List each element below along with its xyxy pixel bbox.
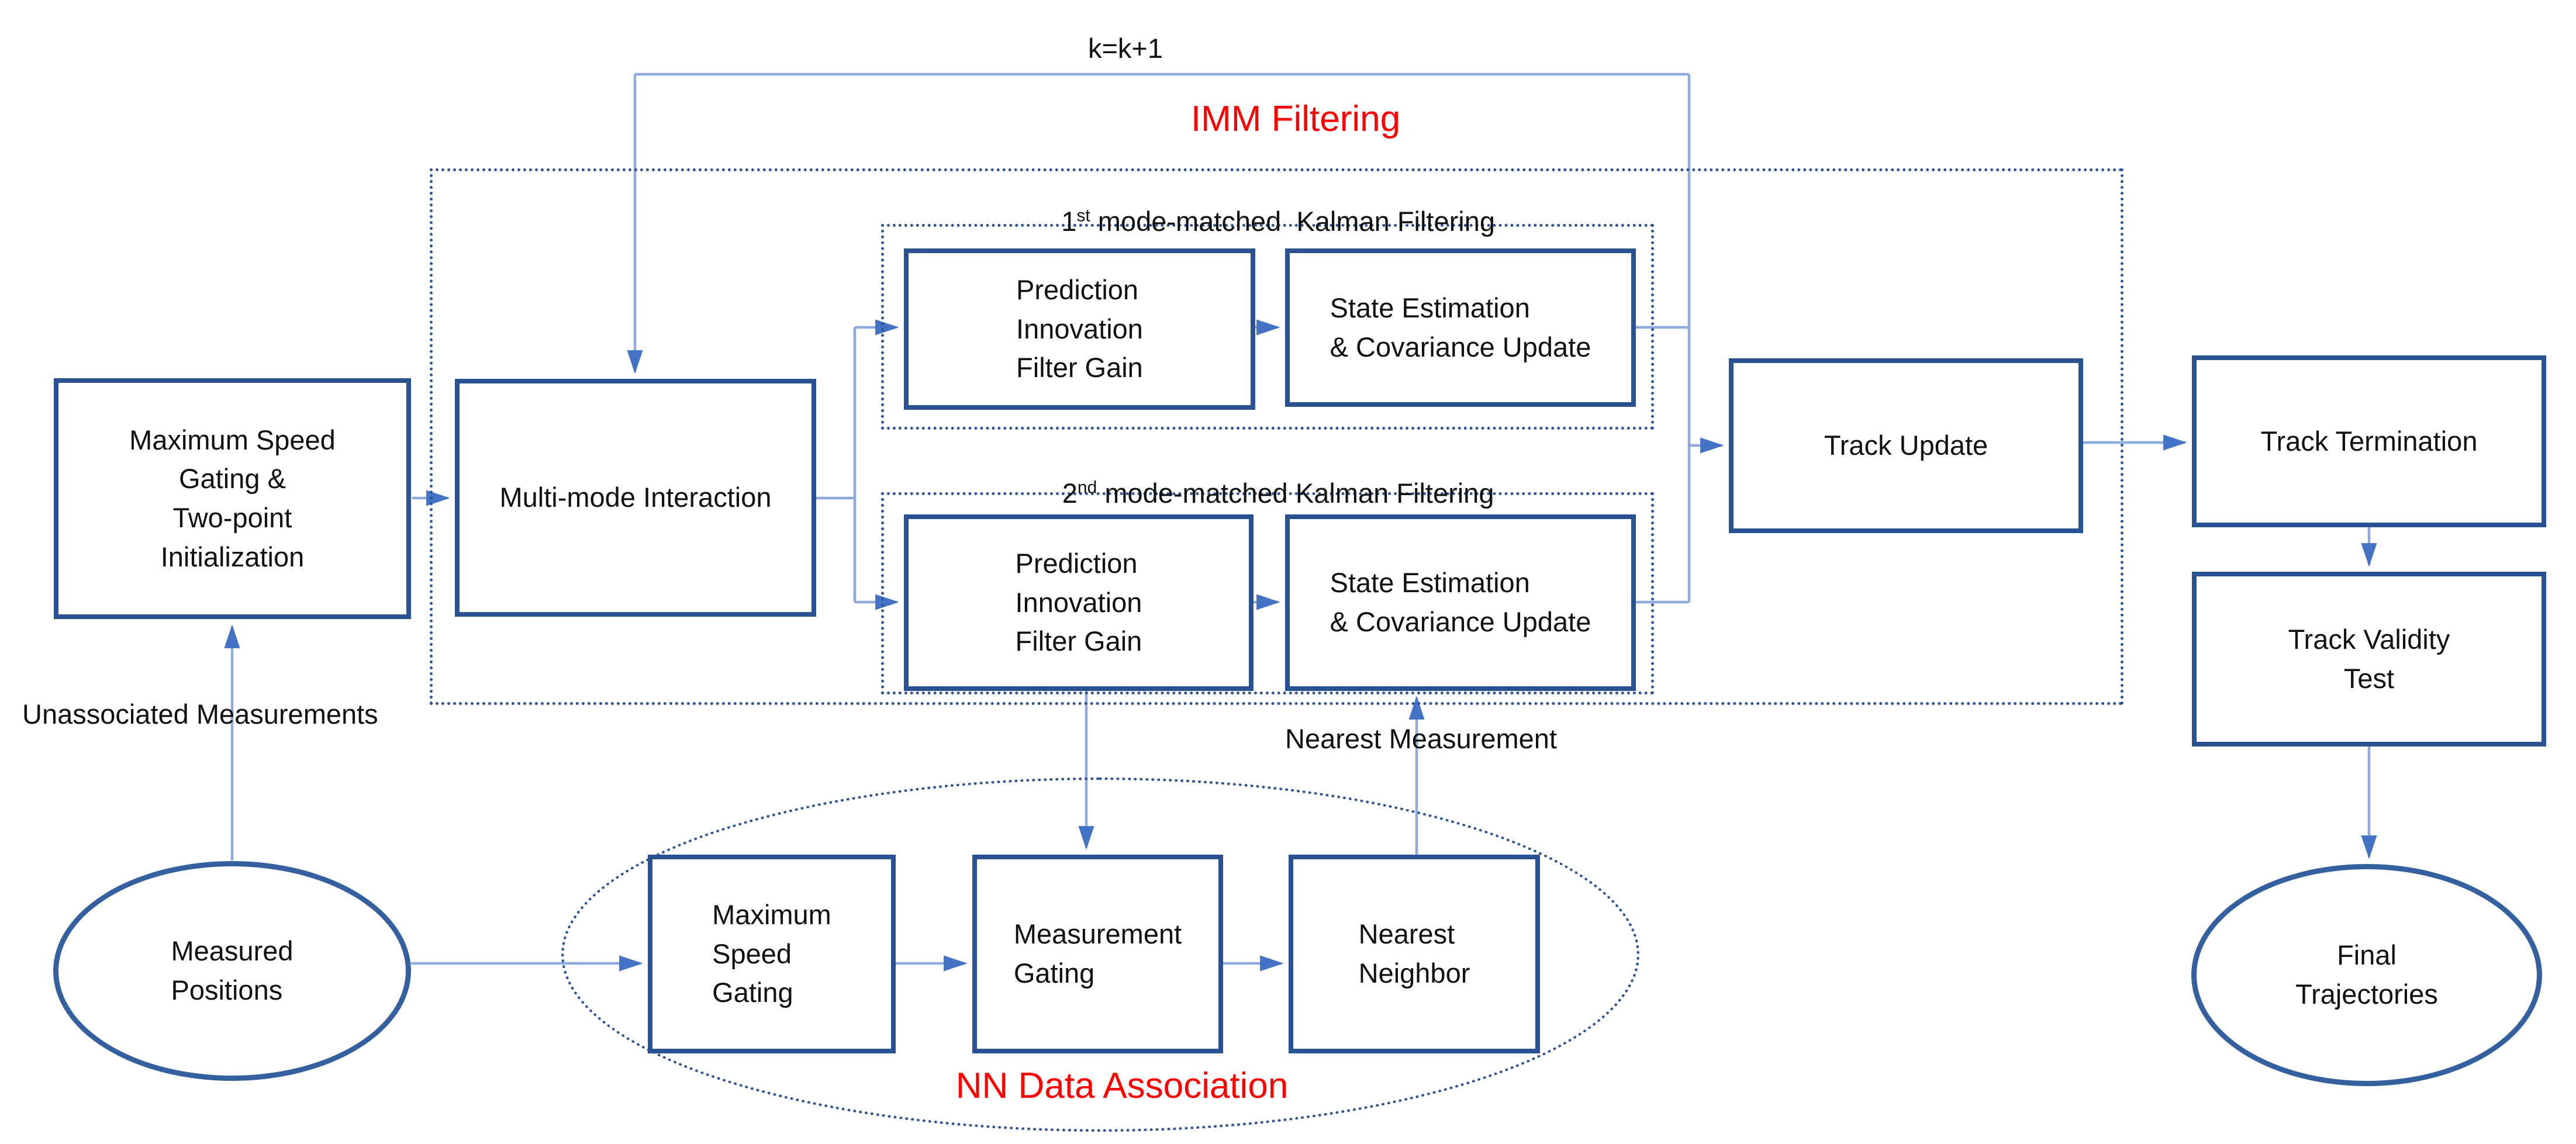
node-prediction2-box: Prediction Innovation Filter Gain bbox=[904, 514, 1254, 691]
node-track-validity-box: Track Validity Test bbox=[2192, 572, 2546, 746]
node-max-speed-gating-box: Maximum Speed Gating bbox=[648, 855, 896, 1053]
node-measured-positions-label: Measured Positions bbox=[171, 935, 293, 1005]
node-state-estimation1-label: State Estimation & Covariance Update bbox=[1330, 292, 1591, 362]
kalman1-title-rest: mode-matched Kalman Filtering bbox=[1090, 206, 1495, 237]
node-prediction1-label: Prediction Innovation Filter Gain bbox=[1016, 274, 1143, 383]
node-nearest-neighbor-box: Nearest Neighbor bbox=[1289, 855, 1540, 1053]
node-track-update-box: Track Update bbox=[1729, 358, 2083, 533]
kalman1-group-outline bbox=[881, 224, 1654, 430]
node-prediction2-label: Prediction Innovation Filter Gain bbox=[1015, 547, 1142, 657]
node-track-update-label: Track Update bbox=[1824, 430, 1988, 461]
node-measurement-gating-box: Measurement Gating bbox=[972, 855, 1223, 1053]
kalman1-title-sup: st bbox=[1076, 206, 1090, 226]
node-track-termination-box: Track Termination bbox=[2192, 355, 2546, 527]
feedback-label: k=k+1 bbox=[1087, 33, 1163, 64]
node-init-box: Maximum Speed Gating & Two-point Initial… bbox=[54, 378, 411, 619]
kalman1-title: 1st mode-matched Kalman Filtering bbox=[795, 173, 1731, 269]
node-measured-positions-ellipse: Measured Positions bbox=[53, 861, 411, 1081]
node-multimode-label: Multi-mode Interaction bbox=[499, 482, 772, 513]
imm-filtering-title: IMM Filtering bbox=[1190, 99, 1401, 139]
node-init-label: Maximum Speed Gating & Two-point Initial… bbox=[129, 424, 336, 572]
node-state-estimation2-label: State Estimation & Covariance Update bbox=[1330, 567, 1591, 637]
node-measurement-gating-label: Measurement Gating bbox=[1013, 918, 1182, 989]
unassociated-measurements-label: Unassociated Measurements bbox=[22, 699, 378, 730]
node-final-trajectories-label: Final Trajectories bbox=[2295, 939, 2438, 1010]
node-track-validity-label: Track Validity Test bbox=[2288, 623, 2450, 694]
kalman2-group-outline bbox=[881, 492, 1654, 694]
node-track-termination-label: Track Termination bbox=[2260, 425, 2478, 457]
kalman2-title-rest: mode-matched Kalman Filtering bbox=[1097, 478, 1494, 509]
node-prediction1-box: Prediction Innovation Filter Gain bbox=[904, 248, 1255, 410]
nn-data-association-group-outline bbox=[561, 777, 1639, 1132]
node-nearest-neighbor-label: Nearest Neighbor bbox=[1358, 918, 1470, 989]
node-state-estimation2-box: State Estimation & Covariance Update bbox=[1285, 514, 1636, 691]
kalman2-title-sup: nd bbox=[1077, 478, 1097, 497]
nearest-measurement-label: Nearest Measurement bbox=[1285, 723, 1557, 754]
kalman2-title: 2nd mode-matched Kalman Filtering bbox=[795, 445, 1731, 541]
nn-data-association-title: NN Data Association bbox=[955, 1066, 1289, 1106]
node-final-trajectories-ellipse: Final Trajectories bbox=[2191, 864, 2542, 1086]
kalman1-title-num: 1 bbox=[1061, 206, 1077, 237]
imm-filtering-group-outline bbox=[430, 168, 2123, 705]
node-state-estimation1-box: State Estimation & Covariance Update bbox=[1285, 248, 1636, 407]
node-max-speed-gating-label: Maximum Speed Gating bbox=[712, 898, 831, 1008]
node-multimode-box: Multi-mode Interaction bbox=[455, 379, 816, 617]
kalman2-title-num: 2 bbox=[1062, 478, 1078, 509]
